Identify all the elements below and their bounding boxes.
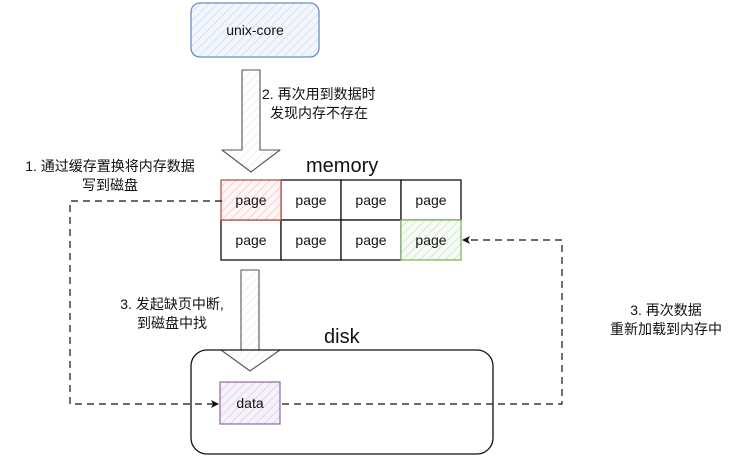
memory-page-label: page (295, 192, 327, 208)
memory-page-cell-reloaded[interactable] (400, 219, 462, 261)
memory-page-label: page (295, 232, 327, 248)
disk-node[interactable] (190, 349, 494, 455)
annotation-step3b-line2: 重新加载到内存中 (610, 321, 722, 337)
annotation-step3a-line2: 到磁盘中找 (137, 315, 207, 331)
memory-page-cell-normal[interactable] (220, 219, 282, 261)
unix-core-node[interactable] (190, 2, 320, 58)
unix-core-label: unix-core (226, 22, 284, 38)
arrow-core-to-memory (221, 69, 281, 173)
data-label: data (236, 395, 264, 411)
edge-evict-to-disk (69, 200, 222, 408)
memory-page-label: page (415, 192, 447, 208)
annotation-step3a-line1: 3. 发起缺页中断, (120, 296, 224, 312)
memory-title: memory (306, 155, 379, 177)
annotation-step1-line1: 1. 通过缓存置换将内存数据 (25, 158, 195, 174)
memory-page-cell-normal[interactable] (340, 219, 402, 261)
edge-reload-to-memory (282, 236, 563, 405)
memory-page-label: page (235, 232, 267, 248)
memory-page-label: page (415, 232, 447, 248)
memory-page-cell-normal[interactable] (280, 179, 342, 221)
disk-title: disk (324, 326, 360, 348)
memory-page-label: page (355, 232, 387, 248)
memory-page-label: page (355, 192, 387, 208)
data-node[interactable] (219, 381, 281, 425)
memory-page-cell-normal[interactable] (400, 179, 462, 221)
annotation-step1: 1. 通过缓存置换将内存数据 写到磁盘 (8, 157, 212, 195)
annotation-step3b-line1: 3. 再次数据 (630, 302, 702, 318)
memory-page-cell-normal[interactable] (280, 219, 342, 261)
annotation-step3a: 3. 发起缺页中断, 到磁盘中找 (112, 295, 232, 333)
memory-page-label: page (235, 192, 267, 208)
annotation-step2-line1: 2. 再次用到数据时 (262, 86, 376, 102)
annotation-step3b: 3. 再次数据 重新加载到内存中 (596, 301, 736, 339)
annotation-step1-line2: 写到磁盘 (82, 177, 138, 193)
annotation-step2-line2: 发现内存不存在 (270, 105, 368, 121)
memory-grid (220, 179, 462, 261)
memory-page-cell-evicted[interactable] (220, 179, 282, 221)
annotation-step2: 2. 再次用到数据时 发现内存不存在 (262, 85, 376, 123)
